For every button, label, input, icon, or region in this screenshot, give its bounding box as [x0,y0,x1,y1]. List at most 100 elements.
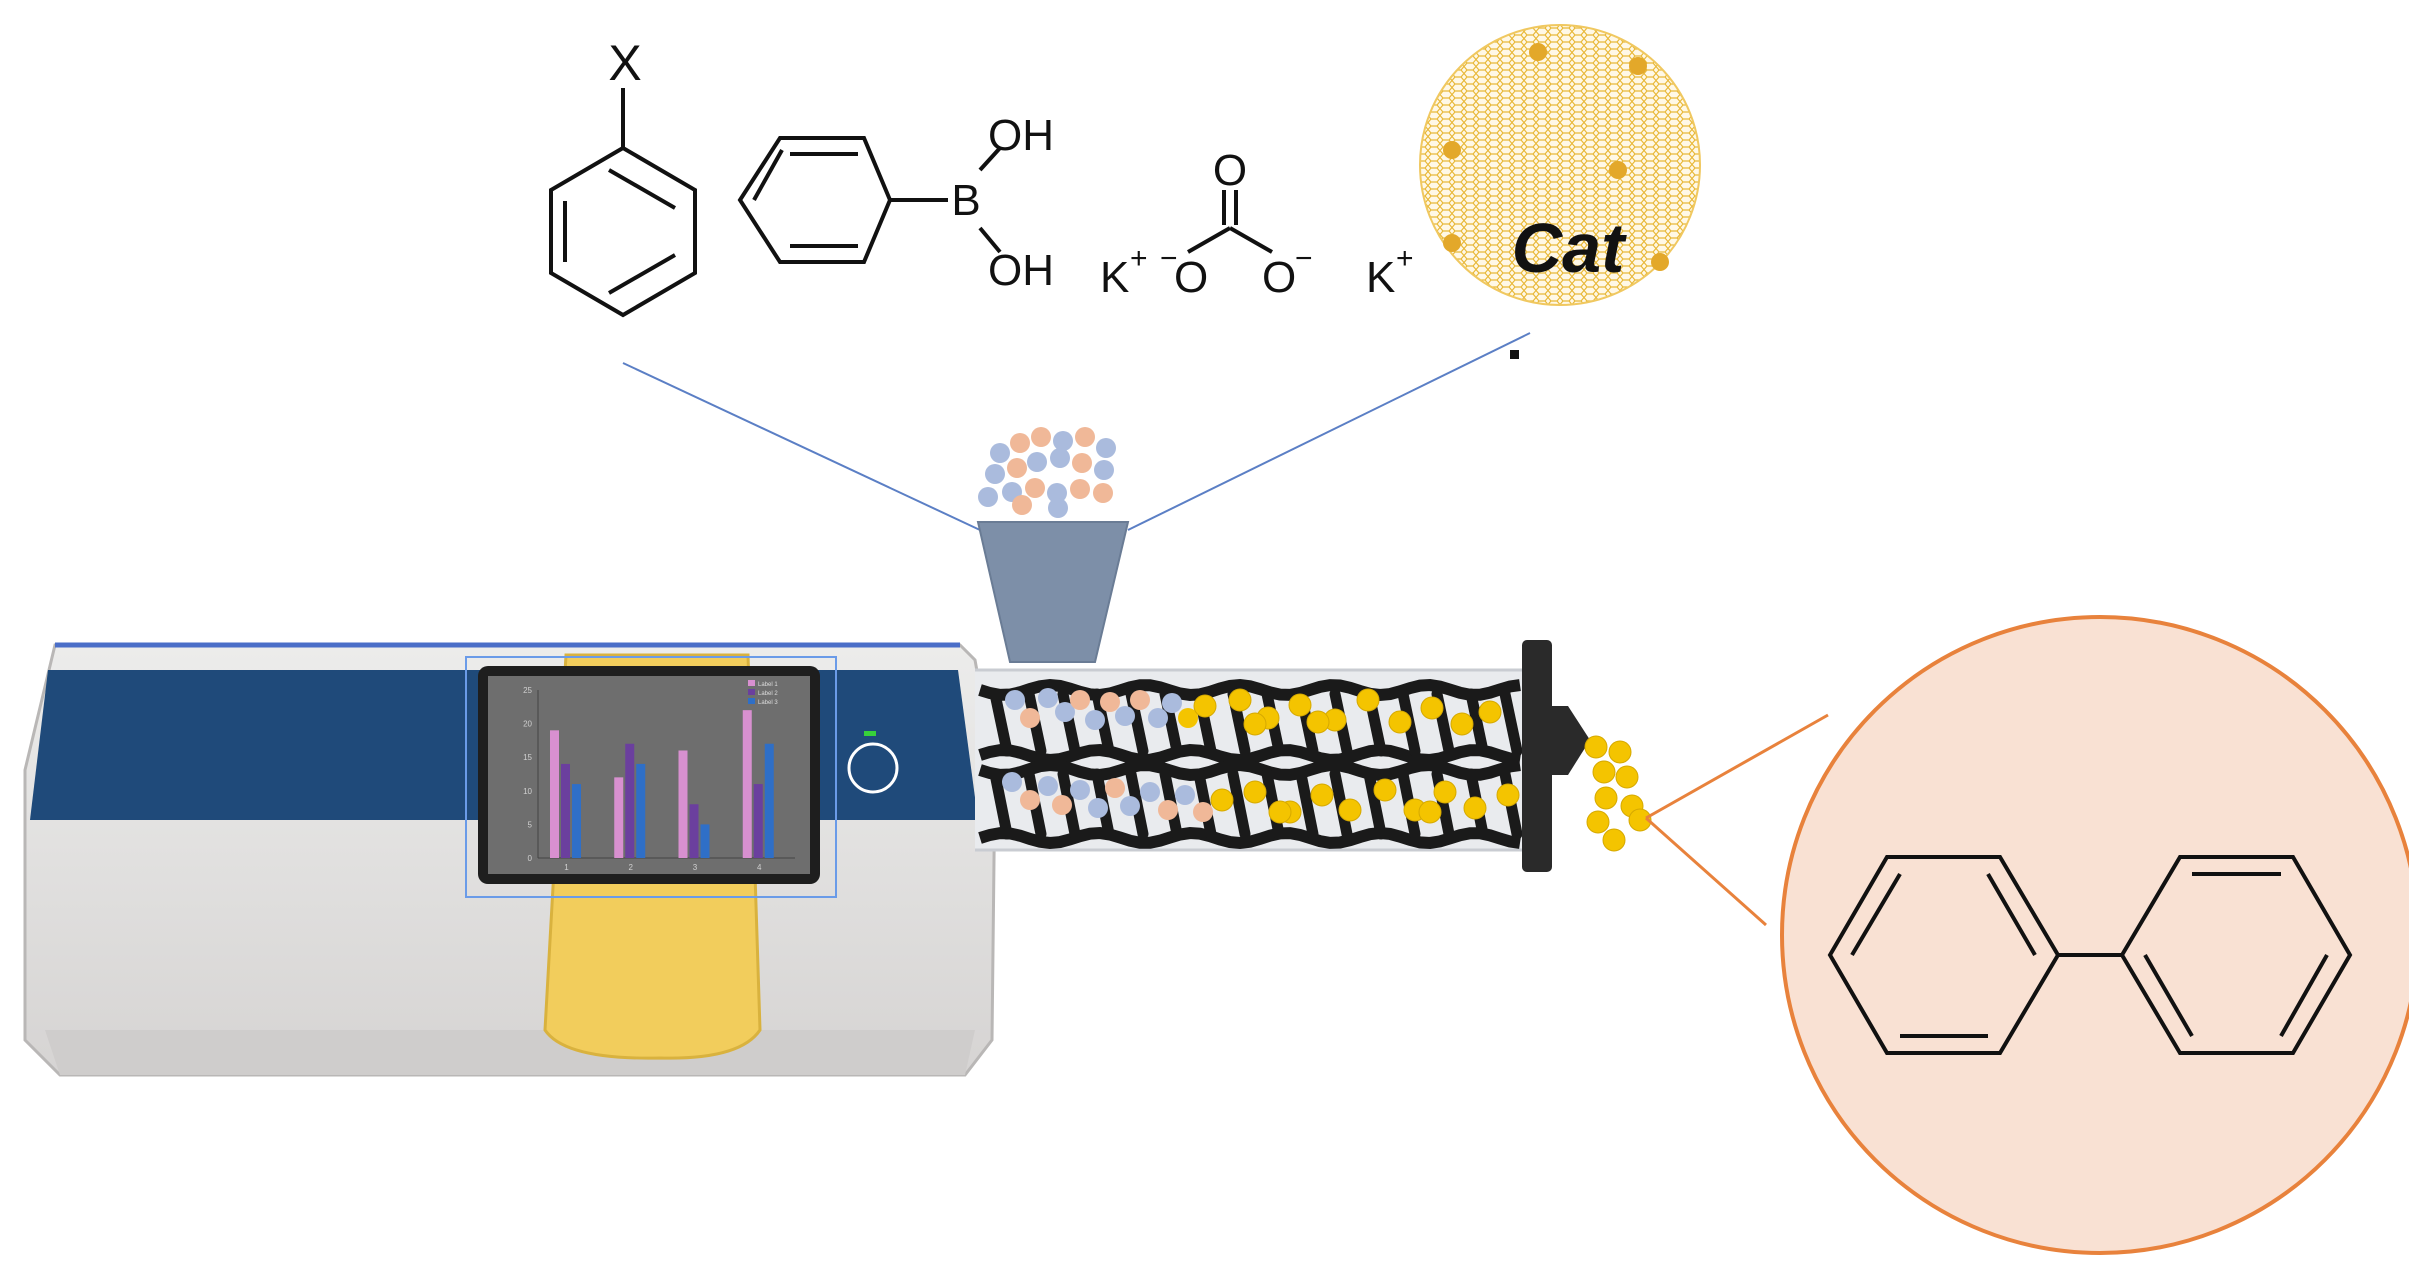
hopper [976,521,1130,663]
barrel-particle [1070,780,1090,800]
barrel-particle [1020,708,1040,728]
screw-edge [978,678,1521,702]
aryl-halide-structure [549,88,697,318]
screen-chart-legend-label: Label 2 [758,691,778,697]
feed-particle [1050,448,1070,468]
barrel-particle [1148,708,1168,728]
boronic-oh-top-label: OH [988,111,1054,160]
screen-chart-y-tick: 25 [523,686,532,695]
screen-chart-y-tick: 0 [528,854,533,863]
product-particle [1418,800,1442,824]
feed-particle [1047,483,1067,503]
barrel-particle [1158,800,1178,820]
die-plate [1522,640,1590,872]
carbonate-o-right-charge: − [1295,242,1313,275]
output-particle [1615,765,1639,789]
barrel-particle [1052,795,1072,815]
boronic-oh-bottom-label: OH [988,246,1054,295]
output-particle [1608,740,1632,764]
feed-particle [1075,427,1095,447]
feed-particle [985,464,1005,484]
barrel-particles [1002,688,1520,824]
output-particle [1594,786,1618,810]
screen-chart-x-tick: 4 [757,863,762,872]
catalyst-period-mark [1510,350,1519,359]
feed-particle [1031,427,1051,447]
screen-chart-bar [636,763,646,858]
product-callout-line-top [1645,713,1829,820]
halide-substituent-label: X [608,35,641,91]
screen-chart-bar [689,804,699,858]
screen-chart-legend-swatch [748,689,755,695]
output-particle [1584,735,1608,759]
product-output-particles [1584,735,1652,852]
screen-chart-y-tick: 10 [523,787,532,796]
output-particle [1602,828,1626,852]
barrel-particle [1100,692,1120,712]
screw-flight [1227,768,1251,840]
barrel-particle [1162,693,1182,713]
feed-particle [1010,433,1030,453]
output-particle [1628,808,1652,832]
carbonate-k-left: K [1100,253,1129,302]
barrel-particle [1070,690,1090,710]
feed-particle [1094,460,1114,480]
product-particle [1450,712,1474,736]
product-particle [1193,694,1217,718]
barrel-particle [1055,702,1075,722]
product-particle [1228,688,1252,712]
barrel-particle [1120,796,1140,816]
screen-selection-frame [465,656,837,898]
screw-edge [978,758,1521,782]
carbonate-o-right: O [1262,253,1296,302]
screen-chart-y-tick: 5 [528,820,533,829]
callout-line-left [622,362,981,531]
product-particle [1356,688,1380,712]
carbonate-k-left-charge: + [1130,242,1148,275]
screen-chart-x-tick: 2 [629,863,634,872]
barrel-particle [1178,708,1198,728]
catalyst-label: Cat [1512,209,1627,287]
product-particle [1243,780,1267,804]
barrel-particle [1002,772,1022,792]
product-particle [1243,712,1267,736]
output-particle [1586,810,1610,834]
screen-chart-bar [700,824,710,858]
screen-chart-legend-swatch [748,698,755,704]
barrel-particle [1005,690,1025,710]
carbonate-k-right-charge: + [1396,242,1414,275]
hopper-feed-particles [978,427,1116,518]
screen-chart-bar [550,730,559,858]
screen-chart-legend-swatch [748,680,755,686]
boron-label: B [951,176,980,225]
screen-chart-legend-label: Label 3 [758,700,778,706]
barrel-particle [1038,776,1058,796]
catalyst-sphere [1419,24,1701,306]
product-particle [1268,800,1292,824]
product-particle [1388,710,1412,734]
feed-particle [1012,495,1032,515]
screen-chart-bar [678,750,688,858]
barrel-particle [1115,706,1135,726]
screen-chart-legend-label: Label 1 [758,682,778,688]
product-particle [1306,710,1330,734]
carbonate-o-top: O [1213,146,1247,195]
feed-particle [1096,438,1116,458]
output-particle [1592,760,1616,784]
product-particle [1463,796,1487,820]
product-particle [1338,798,1362,822]
barrel-particle [1193,802,1213,822]
screw-edge [978,826,1521,850]
status-led [864,731,876,736]
screw-flight [989,688,1013,757]
barrel-particle [1130,690,1150,710]
screen-chart-bar [753,784,763,858]
feed-particle [1025,478,1045,498]
feed-particle [1053,431,1073,451]
screen-chart-y-tick: 20 [523,720,532,729]
screen-chart-bar [614,777,624,858]
screen-chart-x-tick: 1 [564,863,569,872]
screen-chart-bar [572,784,581,858]
